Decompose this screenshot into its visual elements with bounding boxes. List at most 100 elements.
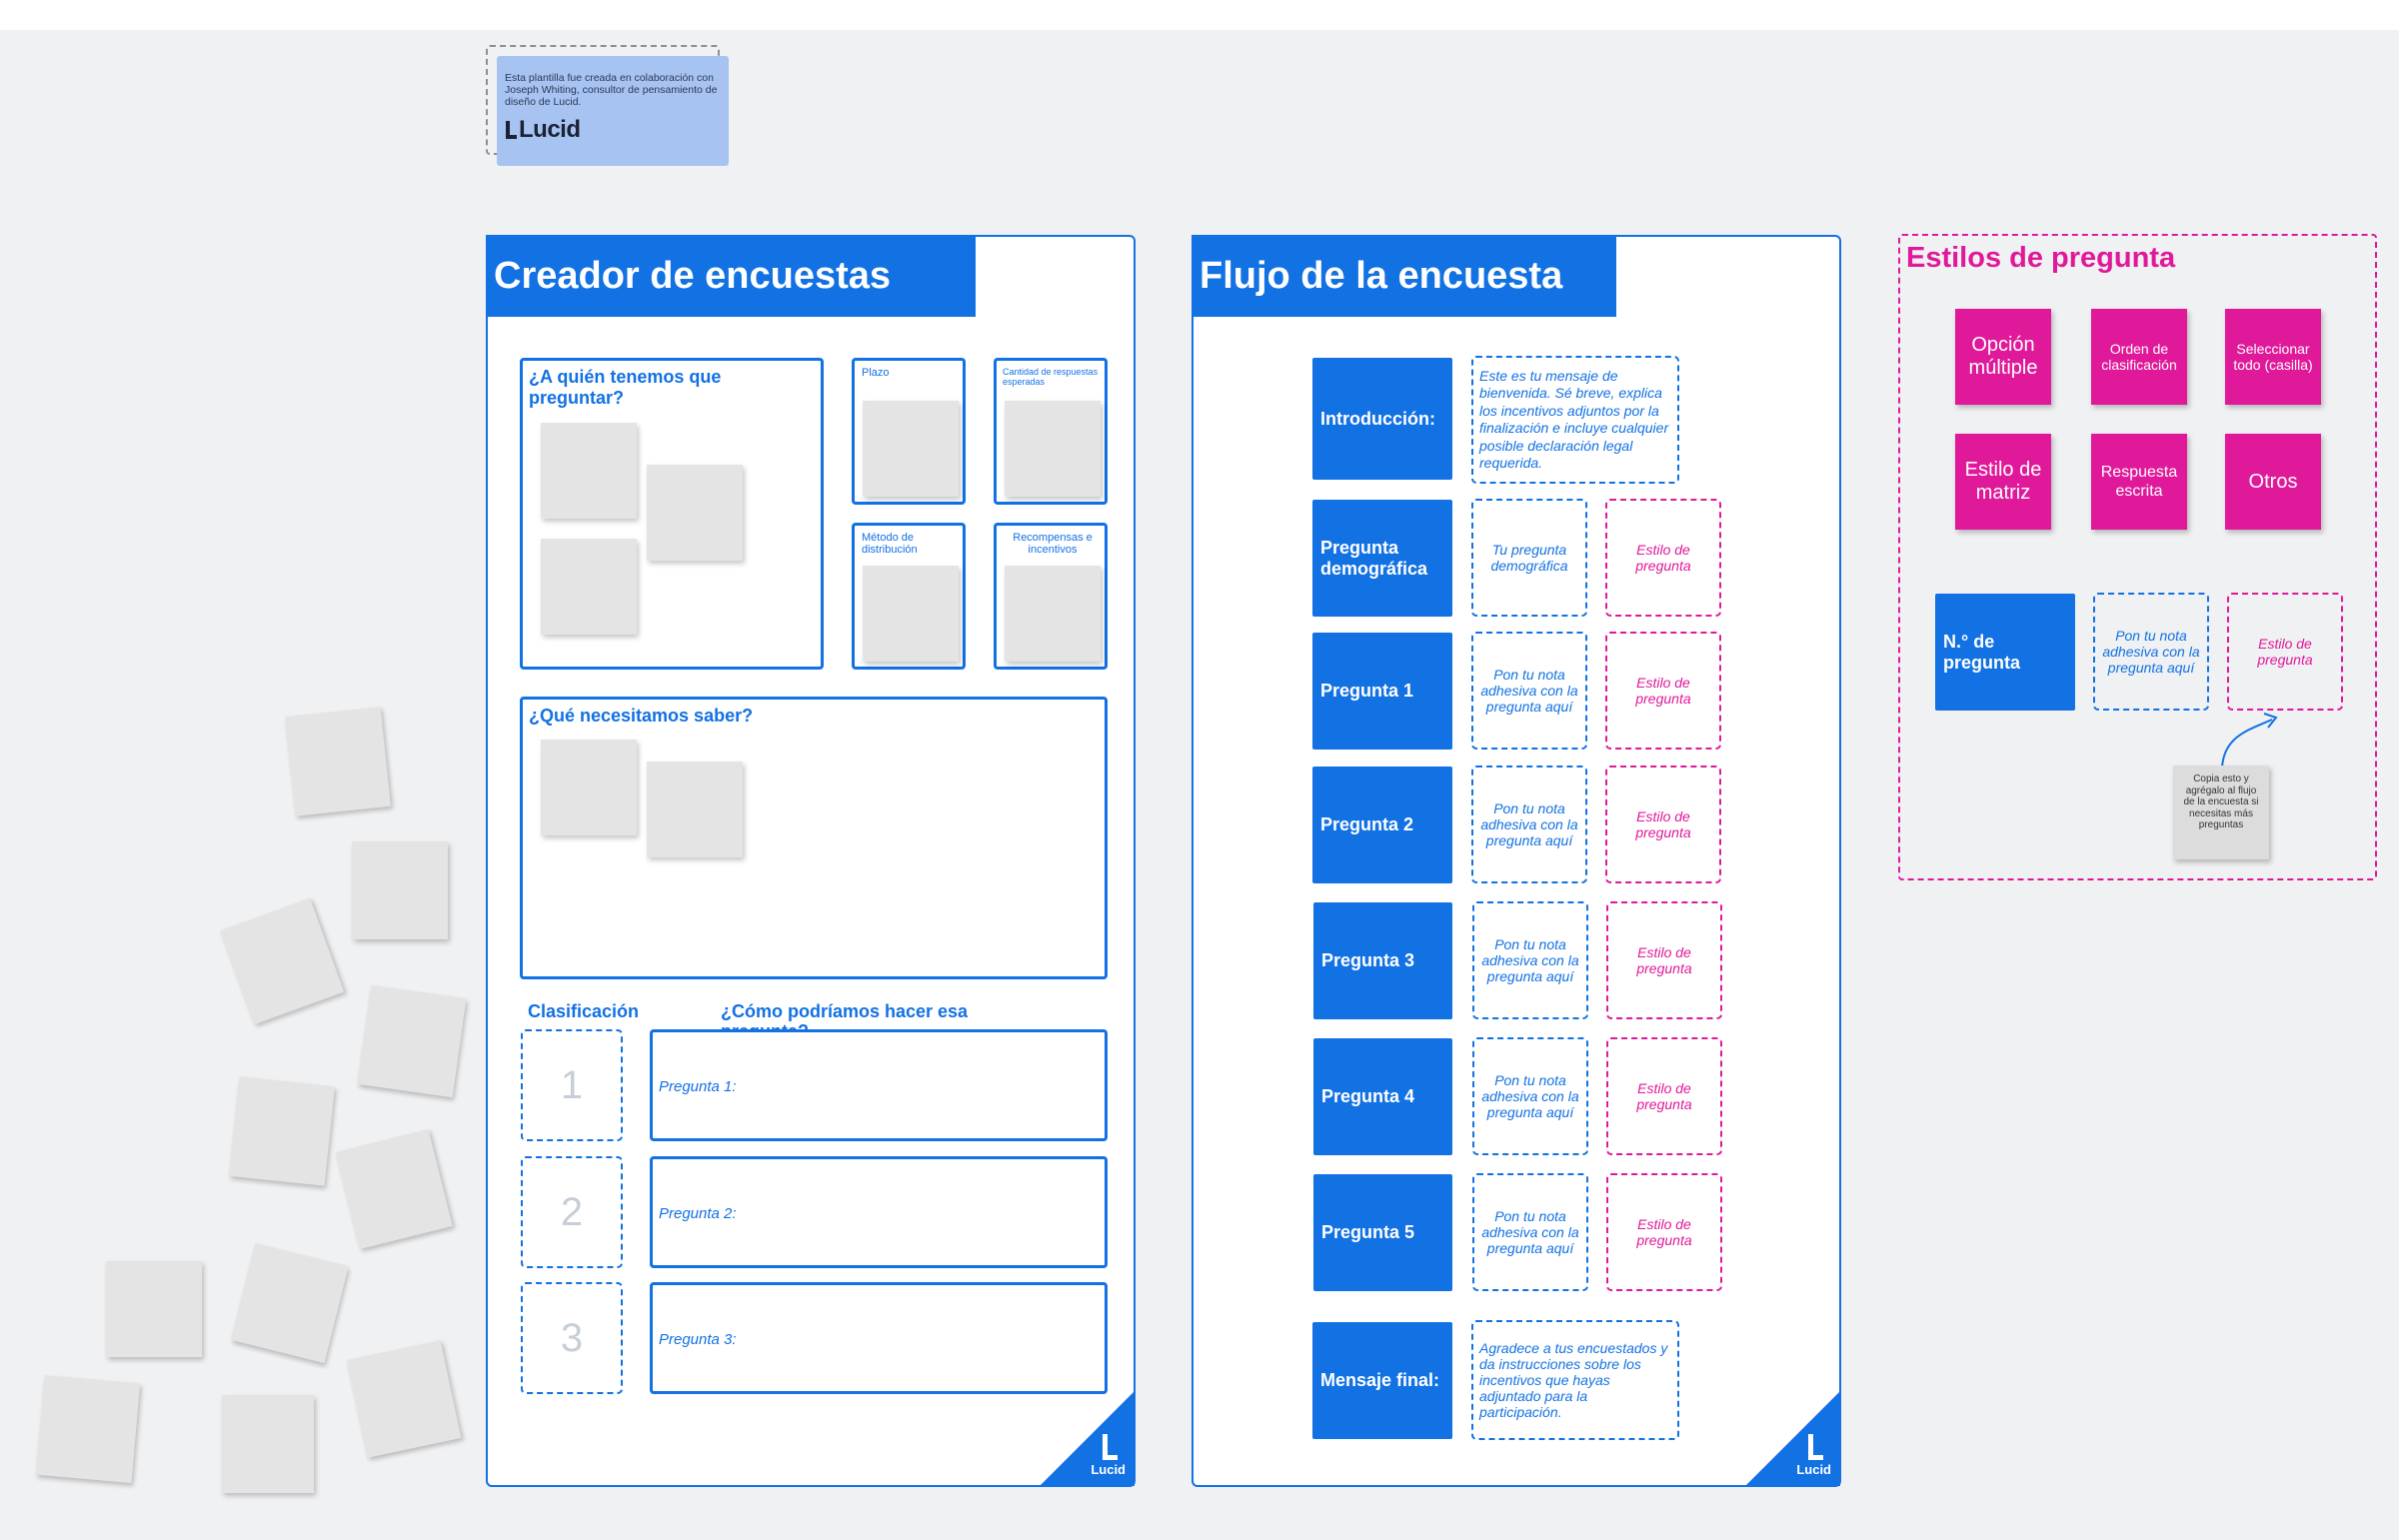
loose-sticky-note[interactable]	[229, 1076, 335, 1186]
question-4-label: Pregunta 4	[1313, 1038, 1452, 1155]
demographic-label: Pregunta demográfica	[1312, 500, 1452, 617]
ranking-title: Clasificación	[528, 1001, 640, 1021]
rank-slot-3[interactable]: 3	[521, 1282, 623, 1394]
sticky-note[interactable]	[1005, 566, 1101, 662]
question-slot-text: Pon tu nota adhesiva con la pregunta aqu…	[1481, 936, 1579, 984]
style-multiple-choice[interactable]: Opción múltiple	[1955, 309, 2051, 405]
lucid-logo: Lucid	[505, 116, 721, 144]
lucid-corner-logo-text: Lucid	[1796, 1462, 1831, 1477]
question-4-style-slot[interactable]: Estilo de pregunta	[1606, 1037, 1722, 1155]
rank-slot-1[interactable]: 1	[521, 1029, 623, 1141]
loose-sticky-note[interactable]	[106, 1261, 202, 1357]
question-slot-text: Pon tu nota adhesiva con la pregunta aqu…	[1480, 800, 1578, 848]
template-style-slot-text: Estilo de pregunta	[2257, 636, 2313, 668]
lucid-logo-text: Lucid	[519, 116, 581, 143]
question-5-style-slot[interactable]: Estilo de pregunta	[1606, 1173, 1722, 1291]
question-1-label: Pregunta 1	[1312, 633, 1452, 750]
expected-responses-box[interactable]: Cantidad de respuestas esperadas	[994, 358, 1108, 505]
distribution-box[interactable]: Método de distribución	[852, 523, 966, 670]
survey-flow-title: Flujo de la encuesta	[1192, 235, 1616, 317]
demographic-slot[interactable]: Tu pregunta demográfica	[1471, 499, 1587, 617]
rewards-box[interactable]: Recompensas e incentivos	[994, 523, 1108, 670]
style-slot-text: Estilo de pregunta	[1636, 1216, 1692, 1248]
rewards-label: Recompensas e incentivos	[1013, 532, 1093, 556]
lucid-corner-logo-text: Lucid	[1091, 1462, 1126, 1477]
question-box-2[interactable]: Pregunta 2:	[650, 1156, 1108, 1268]
question-label-2: Pregunta 2:	[659, 1205, 737, 1222]
question-3-label: Pregunta 3	[1313, 902, 1452, 1019]
question-box-3[interactable]: Pregunta 3:	[650, 1282, 1108, 1394]
style-slot-text: Estilo de pregunta	[1636, 944, 1692, 976]
credit-card[interactable]: Esta plantilla fue creada en colaboració…	[497, 56, 729, 166]
question-4-slot[interactable]: Pon tu nota adhesiva con la pregunta aqu…	[1472, 1037, 1588, 1155]
question-2-label: Pregunta 2	[1312, 767, 1452, 883]
question-1-style-slot[interactable]: Estilo de pregunta	[1605, 632, 1721, 750]
sticky-note[interactable]	[647, 762, 743, 857]
lucid-mark-icon	[1805, 1434, 1823, 1460]
style-matrix[interactable]: Estilo de matriz	[1955, 434, 2051, 530]
final-message-label: Mensaje final:	[1312, 1322, 1452, 1439]
sticky-note[interactable]	[541, 539, 637, 635]
lucid-corner-logo: Lucid	[1796, 1434, 1831, 1477]
lucid-mark-icon	[505, 121, 517, 139]
what-to-know-box[interactable]: ¿Qué necesitamos saber?	[520, 697, 1108, 979]
intro-label: Introducción:	[1312, 358, 1452, 480]
question-slot-text: Pon tu nota adhesiva con la pregunta aqu…	[1481, 1208, 1579, 1256]
style-other[interactable]: Otros	[2225, 434, 2321, 530]
copy-instructions-note[interactable]: Copia esto y agrégalo al flujo de la enc…	[2173, 766, 2269, 859]
question-1-slot[interactable]: Pon tu nota adhesiva con la pregunta aqu…	[1471, 632, 1587, 750]
question-slot-text: Pon tu nota adhesiva con la pregunta aqu…	[1480, 667, 1578, 715]
deadline-label: Plazo	[862, 367, 890, 379]
style-ranking-order[interactable]: Orden de clasificación	[2091, 309, 2187, 405]
who-to-ask-box[interactable]: ¿A quién tenemos que preguntar?	[520, 358, 824, 670]
loose-sticky-note[interactable]	[357, 984, 467, 1098]
credit-text: Esta plantilla fue creada en colaboració…	[505, 72, 718, 108]
question-number-label: N.° de pregunta	[1935, 594, 2075, 711]
sticky-note[interactable]	[541, 740, 637, 835]
question-5-slot[interactable]: Pon tu nota adhesiva con la pregunta aqu…	[1472, 1173, 1588, 1291]
question-box-1[interactable]: Pregunta 1:	[650, 1029, 1108, 1141]
loose-sticky-note[interactable]	[352, 841, 448, 939]
curved-arrow-icon	[2221, 713, 2278, 769]
question-3-slot[interactable]: Pon tu nota adhesiva con la pregunta aqu…	[1472, 901, 1588, 1019]
loose-sticky-note[interactable]	[285, 707, 391, 816]
lucid-corner-logo: Lucid	[1091, 1434, 1126, 1477]
style-slot-text: Estilo de pregunta	[1635, 675, 1691, 707]
rank-slot-2[interactable]: 2	[521, 1156, 623, 1268]
loose-sticky-note[interactable]	[335, 1128, 453, 1250]
deadline-box[interactable]: Plazo	[852, 358, 966, 505]
sticky-note[interactable]	[1005, 401, 1101, 497]
loose-sticky-note[interactable]	[222, 1395, 314, 1493]
sticky-note[interactable]	[863, 401, 959, 497]
demographic-style-slot[interactable]: Estilo de pregunta	[1605, 499, 1721, 617]
final-message-slot[interactable]: Agradece a tus encuestados y da instrucc…	[1471, 1320, 1679, 1440]
question-styles-title: Estilos de pregunta	[1906, 242, 2176, 274]
question-label-3: Pregunta 3:	[659, 1331, 737, 1348]
loose-sticky-note[interactable]	[219, 897, 345, 1025]
intro-message-slot[interactable]: Este es tu mensaje de bienvenida. Sé bre…	[1471, 356, 1679, 484]
question-slot-text: Pon tu nota adhesiva con la pregunta aqu…	[1481, 1072, 1579, 1120]
who-to-ask-title: ¿A quién tenemos que preguntar?	[529, 367, 722, 408]
loose-sticky-note[interactable]	[35, 1375, 141, 1483]
final-message-text: Agradece a tus encuestados y da instrucc…	[1479, 1340, 1668, 1420]
survey-builder-title: Creador de encuestas	[486, 235, 976, 317]
style-select-all[interactable]: Seleccionar todo (casilla)	[2225, 309, 2321, 405]
template-question-slot[interactable]: Pon tu nota adhesiva con la pregunta aqu…	[2093, 593, 2209, 711]
question-3-style-slot[interactable]: Estilo de pregunta	[1606, 901, 1722, 1019]
question-5-label: Pregunta 5	[1313, 1174, 1452, 1291]
style-slot-text: Estilo de pregunta	[1635, 542, 1691, 574]
sticky-note[interactable]	[541, 423, 637, 519]
question-2-style-slot[interactable]: Estilo de pregunta	[1605, 766, 1721, 883]
question-2-slot[interactable]: Pon tu nota adhesiva con la pregunta aqu…	[1471, 766, 1587, 883]
template-style-slot[interactable]: Estilo de pregunta	[2227, 593, 2343, 711]
loose-sticky-note[interactable]	[231, 1242, 349, 1364]
distribution-label: Método de distribución	[862, 532, 918, 556]
question-label-1: Pregunta 1:	[659, 1078, 737, 1095]
style-slot-text: Estilo de pregunta	[1636, 1080, 1692, 1112]
sticky-note[interactable]	[647, 465, 743, 561]
loose-sticky-note[interactable]	[346, 1340, 462, 1458]
intro-message-text: Este es tu mensaje de bienvenida. Sé bre…	[1479, 367, 1669, 472]
style-written-answer[interactable]: Respuesta escrita	[2091, 434, 2187, 530]
sticky-note[interactable]	[863, 566, 959, 662]
survey-builder-board: Creador de encuestas ¿A quién tenemos qu…	[486, 235, 1136, 1487]
